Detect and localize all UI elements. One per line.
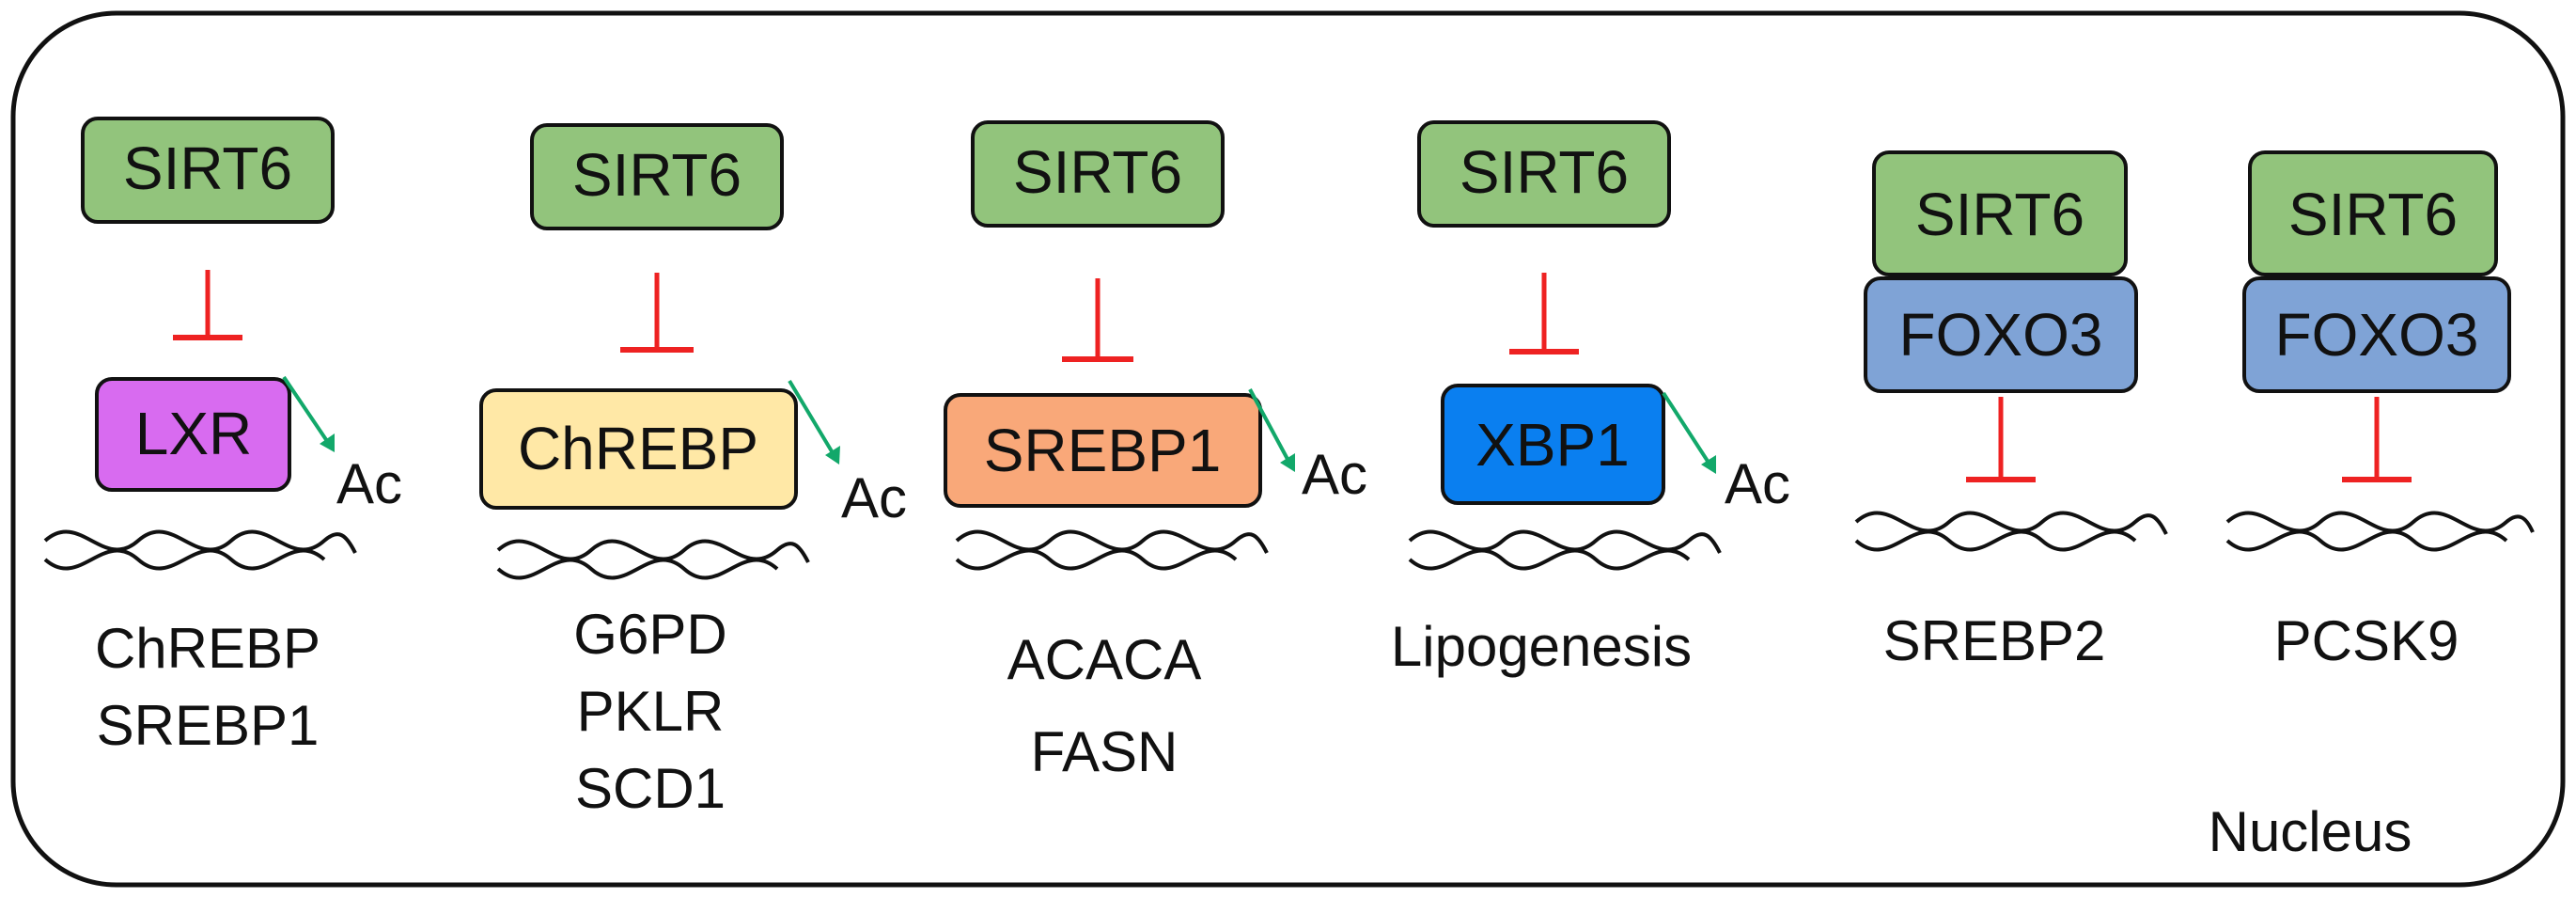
acetyl-label: Ac bbox=[1302, 443, 1367, 506]
panel-xbp1: SIRT6 XBP1 Ac Lipogenesis bbox=[1391, 120, 1790, 678]
acetylation-arrow bbox=[282, 375, 331, 446]
dna-strand bbox=[2225, 511, 2535, 552]
srebp1-box bbox=[944, 393, 1262, 508]
dna-strand bbox=[1854, 511, 2168, 552]
foxo3-box bbox=[2242, 276, 2511, 393]
sirt6-label: SIRT6 bbox=[1915, 181, 2084, 248]
sirt6-box bbox=[81, 117, 335, 224]
acetylation-arrowhead bbox=[1701, 455, 1716, 474]
acetylation-arrowhead bbox=[320, 433, 335, 452]
gene-label: PCSK9 bbox=[2274, 609, 2459, 672]
acetyl-label: Ac bbox=[1725, 452, 1790, 515]
gene-label: PKLR bbox=[577, 680, 725, 743]
foxo3-box bbox=[1864, 276, 2138, 393]
acetylation-arrow bbox=[788, 379, 836, 458]
dna-strand bbox=[1408, 529, 1722, 571]
gene-label: SREBP1 bbox=[97, 694, 320, 757]
srebp1-label: SREBP1 bbox=[984, 417, 1222, 484]
panel-foxo3-srebp2: SIRT6 FOXO3 SREBP2 bbox=[1854, 150, 2168, 672]
acetyl-label: Ac bbox=[336, 452, 402, 515]
foxo3-label: FOXO3 bbox=[2275, 301, 2479, 369]
acetylation-arrowhead bbox=[825, 446, 840, 465]
dna-strand bbox=[43, 529, 357, 571]
acetyl-label: Ac bbox=[841, 466, 907, 529]
gene-label: SREBP2 bbox=[1883, 609, 2106, 672]
sirt6-box bbox=[1872, 150, 2128, 276]
sirt6-label: SIRT6 bbox=[1460, 138, 1629, 206]
nucleus-label: Nucleus bbox=[2209, 800, 2412, 863]
foxo3-label: FOXO3 bbox=[1899, 301, 2103, 369]
acetylation-arrow bbox=[1662, 391, 1712, 467]
sirt6-box bbox=[971, 120, 1225, 228]
acetylation-arrow bbox=[1248, 388, 1291, 464]
sirt6-label: SIRT6 bbox=[1013, 138, 1182, 206]
chrebp-label: ChREBP bbox=[518, 415, 758, 482]
acetylation-arrowhead bbox=[1280, 453, 1295, 472]
panel-foxo3-pcsk9: SIRT6 FOXO3 PCSK9 bbox=[2225, 150, 2535, 672]
panel-chrebp: SIRT6 ChREBP Ac G6PD PKLR SCD1 bbox=[479, 123, 907, 820]
dna-strand bbox=[955, 529, 1269, 571]
sirt6-box bbox=[1417, 120, 1671, 228]
nucleus-boundary bbox=[10, 10, 2566, 888]
gene-label: ChREBP bbox=[95, 617, 320, 680]
gene-label: G6PD bbox=[573, 603, 726, 666]
panel-srebp1: SIRT6 SREBP1 Ac ACACA FASN bbox=[944, 120, 1367, 783]
gene-label: FASN bbox=[1031, 720, 1179, 783]
chrebp-box bbox=[479, 388, 798, 510]
gene-label: SCD1 bbox=[575, 757, 726, 820]
sirt6-label: SIRT6 bbox=[2288, 181, 2458, 248]
lxr-label: LXR bbox=[135, 400, 253, 467]
sirt6-label: SIRT6 bbox=[572, 141, 742, 209]
xbp1-box bbox=[1441, 384, 1665, 505]
lxr-box bbox=[95, 377, 291, 492]
dna-strand bbox=[496, 539, 810, 580]
panel-lxr: SIRT6 LXR Ac ChREBP SREBP1 bbox=[43, 117, 402, 757]
sirt6-box bbox=[2248, 150, 2498, 276]
sirt6-label: SIRT6 bbox=[123, 134, 292, 202]
sirt6-box bbox=[530, 123, 784, 230]
xbp1-label: XBP1 bbox=[1475, 411, 1630, 479]
gene-label: ACACA bbox=[1007, 628, 1202, 691]
gene-label: Lipogenesis bbox=[1391, 615, 1692, 678]
